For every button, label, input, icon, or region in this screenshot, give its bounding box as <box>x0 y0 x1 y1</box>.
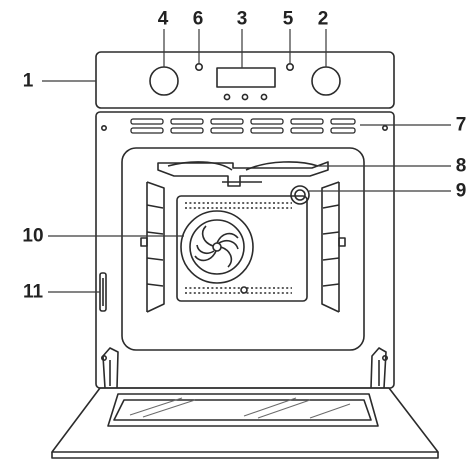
display-buttons <box>223 93 268 101</box>
left-hinge <box>102 347 119 389</box>
door-glass <box>107 393 379 427</box>
heating-element-icon <box>157 161 329 187</box>
back-panel-dots <box>185 202 292 294</box>
oven-lamp-icon <box>290 185 310 205</box>
callout-10: 10 <box>22 225 44 247</box>
callout-2: 2 <box>317 8 329 30</box>
leader-lines <box>42 29 451 293</box>
right-side-rack <box>321 181 346 313</box>
left-knob-icon <box>149 66 179 96</box>
left-side-rack <box>140 181 165 313</box>
open-door <box>51 387 439 459</box>
callout-11: 11 <box>22 281 44 303</box>
oven-cavity <box>121 147 365 351</box>
callout-6: 6 <box>192 8 204 30</box>
display-window <box>216 67 276 88</box>
right-hinge <box>370 347 387 389</box>
callout-4: 4 <box>157 8 169 30</box>
back-panel <box>176 195 308 302</box>
control-panel <box>95 51 395 109</box>
right-knob-icon <box>311 66 341 96</box>
left-indicator-icon <box>195 62 204 71</box>
callout-8: 8 <box>455 155 467 177</box>
callout-3: 3 <box>236 8 248 30</box>
door-latch-icon <box>99 272 107 312</box>
vent-slots <box>130 118 356 134</box>
callout-9: 9 <box>455 180 467 202</box>
callout-5: 5 <box>282 8 294 30</box>
callout-7: 7 <box>455 114 467 136</box>
glass-streaks <box>129 397 351 419</box>
right-indicator-icon <box>285 62 294 71</box>
oven-front-frame <box>95 111 395 389</box>
callout-1: 1 <box>22 70 34 92</box>
fan-icon <box>180 210 254 284</box>
